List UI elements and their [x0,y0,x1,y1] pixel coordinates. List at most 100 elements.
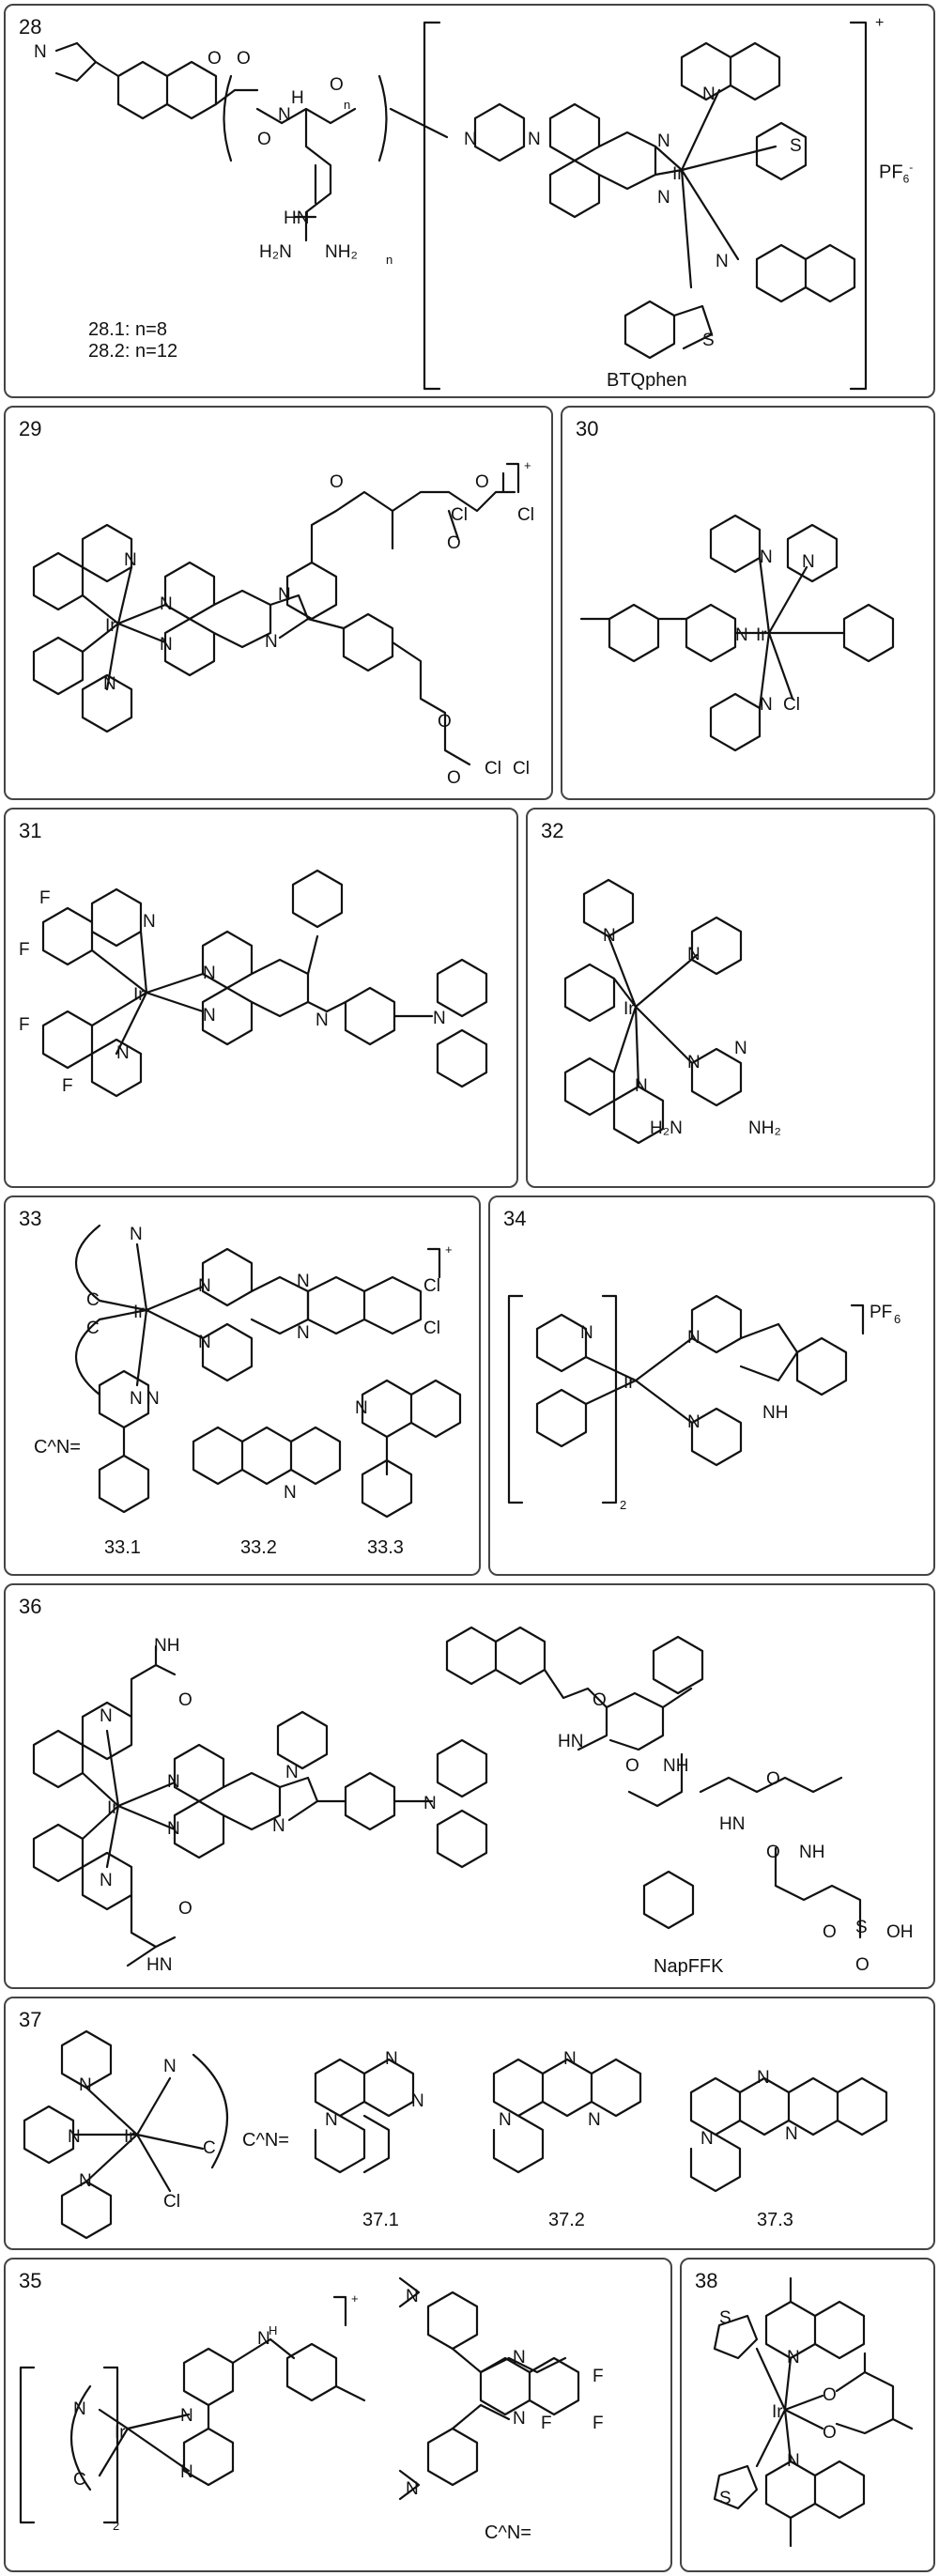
atom-label--: + [445,1242,453,1257]
panel-31: 31 Ir N N N N N N F F F F [4,808,518,1188]
atom-label-n: N [635,1076,648,1096]
bond-lines [276,1710,329,1770]
bond-lines [607,934,699,1088]
panel-34: 34 Ir N N N NH PF 6 2 [488,1195,935,1576]
atom-label-n: N [100,1871,113,1890]
bond-lines [223,74,388,162]
atom-label-ir: Ir [124,2127,135,2147]
atom-label-cl: Cl [783,695,800,715]
bond-lines [755,2347,824,2468]
atom-label-n: N [167,1772,180,1792]
atom-label-o: O [178,1899,192,1919]
atom-label--: + [524,458,531,472]
bond-lines [278,1776,319,1822]
atom-label-pf: PF [870,1303,892,1322]
atom-label-n: N [316,1010,329,1030]
atom-label-n: N [802,552,815,572]
atom-label-s: S [702,331,715,350]
bond-lines [32,523,133,611]
atom-label-n: N [603,926,616,946]
bond-lines [32,636,133,733]
atom-label-n: N [423,1794,437,1813]
atom-label-n: N [513,2348,526,2368]
label-28-2: 28.2: n=12 [88,341,178,362]
atom-label-n: N [657,188,670,208]
structure-33: Ir N C C N N N N N Cl Cl N N N + [75,1224,462,1519]
atom-label-o: O [855,1955,870,1975]
atom-label-n: N [464,130,477,149]
atom-label-ir: Ir [105,616,116,636]
atom-label-nh-: NH₂ [748,1118,781,1138]
bond-lines [764,2300,866,2360]
bond-lines [426,2291,479,2487]
atom-label-n: N [180,2462,193,2482]
atom-label-nh: NH [762,1403,788,1423]
bond-lines [713,2464,759,2510]
atom-label-cl: Cl [485,759,501,779]
atom-label-n: N [34,42,47,62]
atom-label-n: N [657,131,670,151]
atom-label-n: n [344,98,350,112]
panel-36: 36 Ir N N N N N N N NH O O HN O HN O NH … [4,1583,935,1989]
atom-label-o: O [625,1756,639,1776]
atom-label-ir: Ir [107,1798,118,1818]
atom-label-o: O [447,768,461,788]
atom-label-n: N [406,2479,419,2499]
atom-label-n: N [588,2110,601,2130]
atom-label-n: N [180,2406,193,2426]
bond-lines [709,514,762,574]
bond-lines [608,603,660,663]
atom-label-ir: Ir [115,2423,126,2443]
atom-label-o: O [178,1690,192,1710]
bond-lines [543,1668,843,1808]
bond-lines [436,958,488,1088]
bond-lines [310,490,394,564]
atom-label-o: O [823,2423,837,2443]
bond-lines [291,869,344,929]
ligand-37-1 [314,2058,415,2174]
atom-label-n: N [385,2049,398,2069]
bond-lines [690,1407,743,1467]
bond-lines [182,2347,235,2487]
panel-number: 32 [541,819,564,842]
bond-lines [285,2342,366,2402]
bond-lines [835,2352,914,2435]
atom-label-n: N [198,1276,211,1296]
atom-label-n: N [73,2399,86,2419]
atom-label-n: N [760,695,773,715]
bond-lines [75,1224,101,1396]
panel-33: 33 Ir N C C N N N N N Cl Cl N N N + C^N=… [4,1195,481,1576]
bond-lines [426,1247,441,1279]
bond-lines [293,163,317,219]
right-bracket [849,21,868,391]
bond-lines [342,612,394,672]
atom-label-nh: NH [799,1843,824,1862]
bond-lines [764,2460,866,2520]
bond-lines [535,1313,588,1448]
atom-label-n: N [433,1009,446,1028]
structure-38: Ir N N S S O O [713,2276,914,2548]
label-btqphen: BTQphen [607,370,687,391]
bond-lines [306,934,347,1013]
atom-label-c: C [86,1319,100,1338]
panel-number: 33 [19,1207,42,1230]
panel-28: 28 N N N N Ir N S N S N O O [4,4,935,398]
atom-label-cl: Cl [423,1276,440,1296]
bond-lines [306,617,346,630]
atom-label-h-n: H₂N [259,242,292,262]
atom-label-o: O [208,49,222,69]
atom-label-n: N [163,2057,177,2076]
charge-plus: + [875,15,885,31]
panel-number: 35 [19,2269,42,2292]
bond-lines [842,603,895,663]
atom-label-cl: Cl [517,505,534,525]
atom-label-o: O [438,712,452,732]
atom-label-n: N [124,550,137,570]
atom-label-n: N [297,1272,310,1291]
atom-label-s: S [719,2489,731,2508]
bond-lines [231,2337,296,2365]
atom-label-o: O [766,1843,780,1862]
atom-label-n: N [702,85,716,104]
bond-lines [398,2276,421,2501]
atom-label-hn: HN [146,1955,172,1975]
